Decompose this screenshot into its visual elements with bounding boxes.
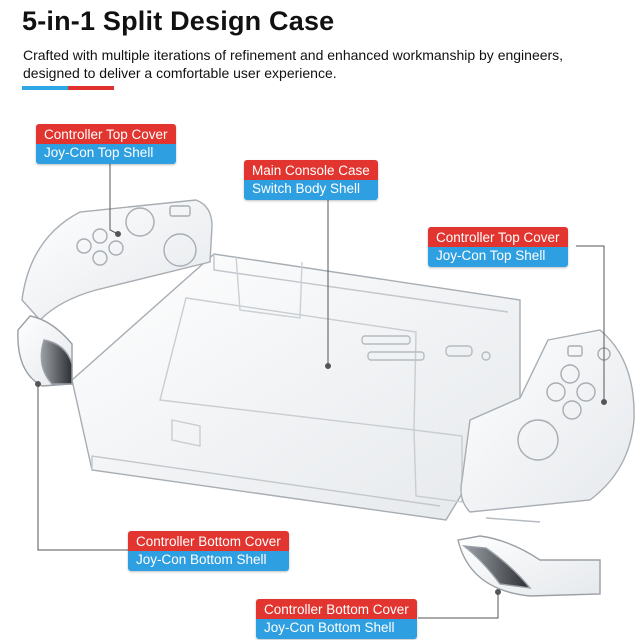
page-title: 5-in-1 Split Design Case — [22, 6, 335, 36]
callout-leaders — [35, 162, 607, 619]
callout-line-blue: Joy-Con Top Shell — [428, 247, 568, 267]
leader-dot-2 — [325, 363, 331, 369]
console-body-shell — [71, 253, 521, 521]
leader-3 — [576, 245, 605, 400]
callout-left-top-shell: Controller Top Cover Joy-Con Top Shell — [36, 124, 176, 164]
accent-bar-red — [68, 86, 114, 90]
right-joycon-bottom-shell — [457, 535, 601, 597]
subtitle-line-2: designed to deliver a comfortable user e… — [23, 65, 337, 81]
callout-line-blue: Joy-Con Top Shell — [36, 144, 176, 164]
leader-4 — [37, 386, 130, 551]
callout-line-red: Controller Top Cover — [36, 124, 176, 144]
callout-line-red: Controller Bottom Cover — [128, 531, 289, 551]
callout-line-blue: Joy-Con Bottom Shell — [128, 551, 289, 571]
callout-right-bottom-shell: Controller Bottom Cover Joy-Con Bottom S… — [256, 599, 417, 639]
callout-line-blue: Joy-Con Bottom Shell — [256, 619, 417, 639]
leader-5 — [418, 594, 499, 619]
callout-left-bottom-shell: Controller Bottom Cover Joy-Con Bottom S… — [128, 531, 289, 571]
callout-line-red: Controller Bottom Cover — [256, 599, 417, 619]
callout-line-red: Controller Top Cover — [428, 227, 568, 247]
callout-console-body-shell: Main Console Case Switch Body Shell — [244, 160, 378, 200]
leader-dot-3 — [601, 399, 607, 405]
leader-dot-1 — [115, 231, 121, 237]
leader-dot-4 — [35, 381, 41, 387]
callout-line-red: Main Console Case — [244, 160, 378, 180]
callout-right-top-shell: Controller Top Cover Joy-Con Top Shell — [428, 227, 568, 267]
callout-line-blue: Switch Body Shell — [244, 180, 378, 200]
left-joycon-top-shell — [21, 199, 213, 322]
leader-dot-5 — [495, 589, 501, 595]
page-subtitle: Crafted with multiple iterations of refi… — [23, 46, 623, 82]
right-joycon-top-shell — [460, 329, 635, 523]
accent-bar-blue — [22, 86, 68, 90]
left-joycon-bottom-shell — [17, 315, 73, 387]
subtitle-line-1: Crafted with multiple iterations of refi… — [23, 47, 564, 63]
